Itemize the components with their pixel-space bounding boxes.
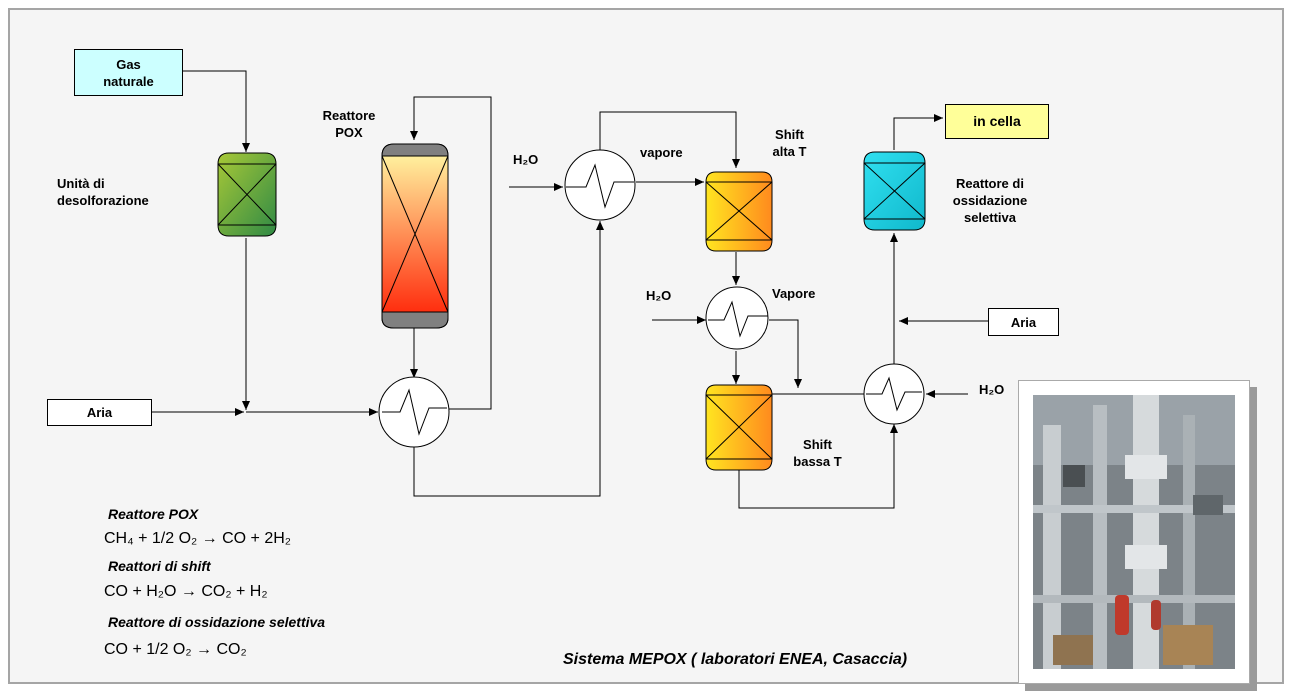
pipe-ossid-to-cella <box>893 114 943 150</box>
heat-exchanger-icon <box>564 149 636 221</box>
pipe-gas-to-desolf <box>183 70 250 152</box>
label-vapore-1: vapore <box>640 145 683 160</box>
label-h2o-1: H₂O <box>513 152 539 167</box>
pipe-hx3-to-junction <box>769 319 802 388</box>
reaction-title-pox: Reattore POX <box>108 506 199 522</box>
shift-alta-reactor <box>705 171 773 252</box>
gas-naturale-box: Gas naturale <box>74 49 183 96</box>
label-h2o-2: H₂O <box>646 288 672 303</box>
pipe-shift-bassa-bottom-to-hx4 <box>738 424 898 509</box>
pipes <box>152 70 988 509</box>
pipe-hx2-to-shift-alta-top <box>599 111 740 168</box>
desolf-reactor <box>217 152 277 237</box>
pox-reactor <box>381 143 449 329</box>
label-vapore-2: Vapore <box>772 286 816 301</box>
label-shift-bassa: Shift bassa T <box>793 437 842 469</box>
pipe-hx1-to-pox-top <box>410 96 492 410</box>
reaction-eq-pox: CH₄ + 1/2 O₂ → CO + 2H₂ <box>104 530 292 547</box>
reaction-eq-ossid: CO + 1/2 O₂ → CO₂ <box>104 641 247 658</box>
ossid-reactor <box>863 151 926 231</box>
heat-exchanger-icon <box>378 376 450 448</box>
reaction-title-shift: Reattori di shift <box>108 558 211 574</box>
label-h2o-3: H₂O <box>979 382 1005 397</box>
aria-right-box: Aria <box>988 308 1059 336</box>
in-cella-box: in cella <box>945 104 1049 139</box>
heat-exchanger-icon <box>705 286 769 350</box>
pipe-hx1-to-hx2 <box>413 221 604 497</box>
reaction-title-ossid: Reattore di ossidazione selettiva <box>108 614 326 630</box>
figure-caption: Sistema MEPOX ( laboratori ENEA, Casacci… <box>563 651 908 668</box>
label-reattore-pox: Reattore POX <box>322 108 376 140</box>
heat-exchanger-icon <box>863 363 925 425</box>
label-shift-alta: Shift alta T <box>772 127 807 159</box>
label-reattore-ossid: Reattore di ossidazione selettiva <box>952 176 1028 225</box>
shift-bassa-reactor <box>705 384 773 471</box>
plant-photo <box>1033 395 1235 669</box>
aria-left-box: Aria <box>47 399 152 426</box>
label-unita-desolf: Unità di desolforazione <box>57 176 149 208</box>
reaction-eq-shift: CO + H₂O → CO₂ + H₂ <box>104 583 268 600</box>
photo-frame <box>1018 380 1250 684</box>
